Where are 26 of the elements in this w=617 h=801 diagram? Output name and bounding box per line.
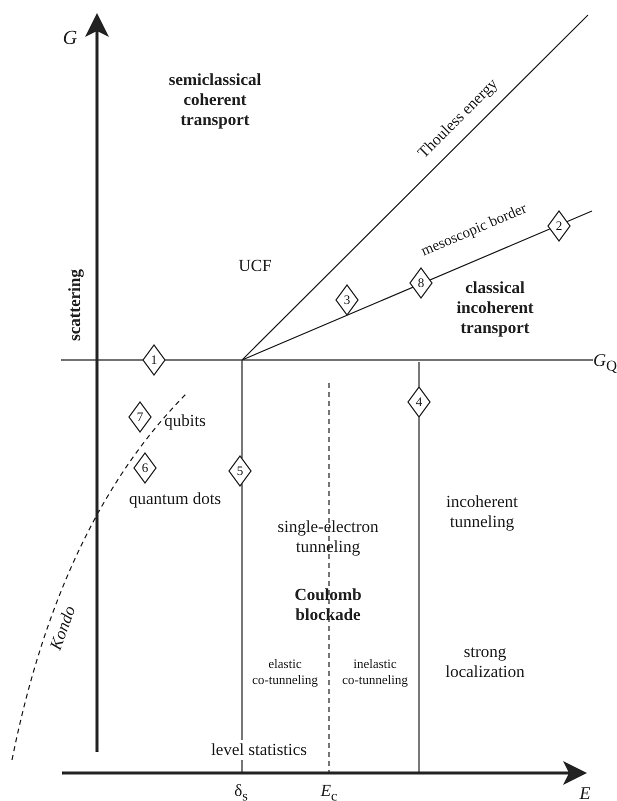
- line-label: G$_{Q}$: [592, 348, 617, 376]
- region-label: single-electron tunneling: [276, 517, 380, 557]
- numbered-diamond-marker: 2: [547, 210, 571, 242]
- tick-label: δ$_{s}$: [233, 780, 249, 801]
- region-label: Kondo: [44, 602, 80, 654]
- region-label: qubits: [163, 411, 207, 431]
- region-label: strong localization: [444, 642, 526, 682]
- numbered-diamond-marker: 6: [133, 452, 157, 484]
- numbered-diamond-marker: 5: [228, 455, 252, 487]
- region-label: elastic co-tunneling: [251, 656, 319, 688]
- region-label: classical incoherent transport: [455, 278, 535, 338]
- numbered-diamond-marker: 4: [407, 386, 431, 418]
- numbered-diamond-marker: 8: [409, 267, 433, 299]
- region-label: quantum dots: [128, 489, 222, 509]
- region-label: semiclassical coherent transport: [168, 70, 262, 130]
- region-label: inelastic co-tunneling: [341, 656, 409, 688]
- numbered-diamond-marker: 1: [142, 344, 166, 376]
- region-label: UCF: [237, 256, 273, 276]
- numbered-diamond-marker: 7: [128, 401, 152, 433]
- axis-label: G: [62, 26, 78, 50]
- axis-label: E: [578, 782, 592, 801]
- region-label: Coulomb blockade: [293, 585, 363, 625]
- region-label: incoherent tunneling: [445, 492, 519, 532]
- axis-label: scattering: [65, 268, 85, 343]
- tick-label: E$_{c}$: [320, 780, 338, 801]
- numbered-diamond-marker: 3: [335, 284, 359, 316]
